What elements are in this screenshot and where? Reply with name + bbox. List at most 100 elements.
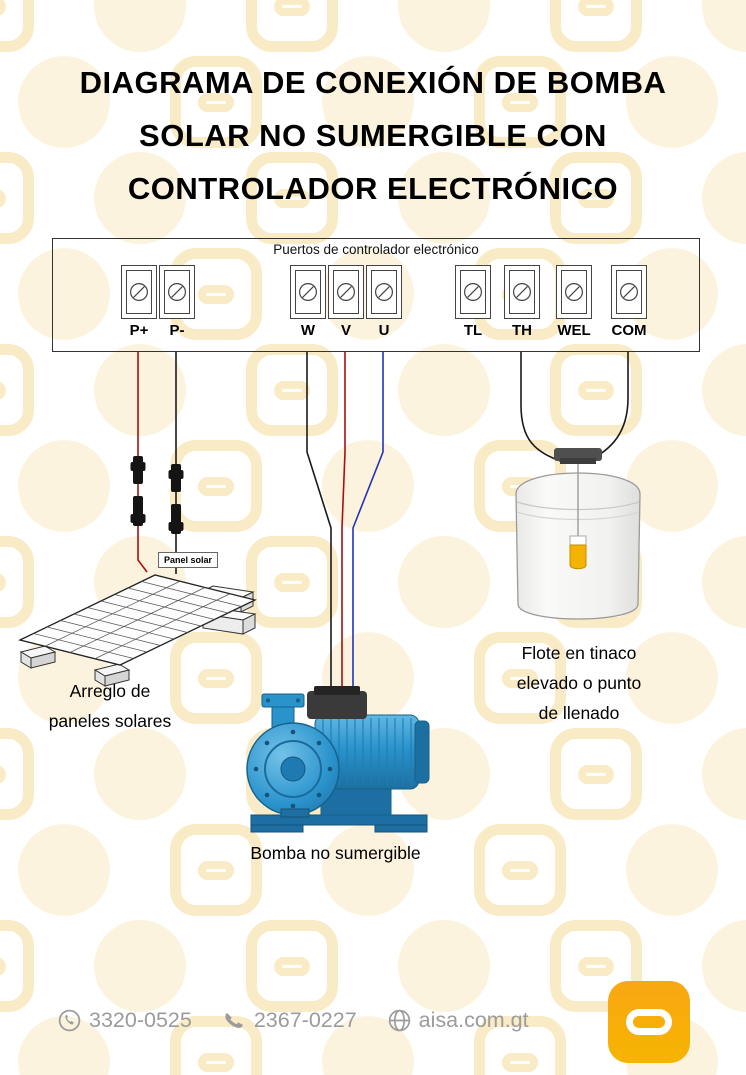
watermark-circle xyxy=(94,728,186,820)
wire-w xyxy=(306,352,332,698)
watermark-circle xyxy=(398,152,490,244)
watermark-circle xyxy=(398,344,490,436)
panel-foot xyxy=(19,645,57,669)
watermark-circle xyxy=(398,536,490,628)
watermark-logo xyxy=(246,0,338,52)
brand-logo-oval xyxy=(626,1009,672,1035)
terminal-label: TH xyxy=(512,322,532,339)
terminal-body xyxy=(159,265,195,319)
terminal-wel: WEL xyxy=(556,265,592,339)
pump-volute xyxy=(246,722,340,816)
tank-caption-line-1: Flote en tinaco xyxy=(521,643,637,663)
panel-foot xyxy=(93,663,131,687)
watermark-logo xyxy=(550,920,642,1012)
terminal-label: WEL xyxy=(557,322,591,339)
terminal-label: COM xyxy=(611,322,647,339)
terminal-th: TH xyxy=(504,265,540,339)
solar-panel-illustration xyxy=(5,540,265,690)
volute-support xyxy=(280,808,310,818)
screw-icon xyxy=(620,283,638,301)
tank-caption: Flote en tinaco elevado o punto de llena… xyxy=(493,638,665,728)
terminal-u: U xyxy=(366,265,402,339)
screw-icon xyxy=(337,283,355,301)
solar-caption-line-1: Arreglo de xyxy=(69,681,151,701)
terminal-body xyxy=(290,265,326,319)
screw-icon xyxy=(464,283,482,301)
phone-number-2: 2367-0227 xyxy=(253,1008,357,1032)
screw-housing xyxy=(616,270,642,314)
pump-terminal-box xyxy=(307,691,367,719)
watermark-circle xyxy=(18,824,110,916)
motor-end-cap xyxy=(414,720,430,784)
screw-housing xyxy=(295,270,321,314)
terminal-body xyxy=(611,265,647,319)
watermark-logo xyxy=(246,536,338,628)
footer-phone-1: 3320-0525 xyxy=(57,1008,192,1033)
tank-lid xyxy=(554,448,602,461)
terminal-body xyxy=(504,265,540,319)
screw-icon xyxy=(168,283,186,301)
watermark-logo xyxy=(474,632,566,724)
footer-phone-2: 2367-0227 xyxy=(222,1008,357,1033)
globe-icon xyxy=(388,1009,410,1032)
watermark-circle xyxy=(18,440,110,532)
terminal-p-plus: P+ xyxy=(121,265,157,339)
wire-v xyxy=(341,352,346,698)
screw-icon xyxy=(513,283,531,301)
terminal-body xyxy=(328,265,364,319)
watermark-logo xyxy=(474,824,566,916)
terminal-body xyxy=(121,265,157,319)
tank-caption-line-2: elevado o punto xyxy=(516,673,642,693)
controller-title: Puertos de controlador electrónico xyxy=(273,242,479,257)
terminal-com: COM xyxy=(611,265,647,339)
footer-website: aisa.com.gt xyxy=(387,1008,529,1033)
watermark-logo xyxy=(170,56,262,148)
watermark-logo xyxy=(246,920,338,1012)
watermark-logo xyxy=(0,152,34,244)
watermark-circle xyxy=(322,824,414,916)
screw-housing xyxy=(371,270,397,314)
watermark-circle xyxy=(94,152,186,244)
screw-icon xyxy=(375,283,393,301)
watermark-circle xyxy=(626,440,718,532)
terminal-p-minus: P- xyxy=(159,265,195,339)
screw-icon xyxy=(565,283,583,301)
brand-logo xyxy=(608,981,690,1063)
panel-tag: Panel solar xyxy=(158,552,219,568)
terminal-label: P- xyxy=(169,322,185,339)
mc4-connector xyxy=(168,464,184,534)
terminal-body xyxy=(556,265,592,319)
page-title: DIAGRAMA DE CONEXIÓN DE BOMBA SOLAR NO S… xyxy=(0,56,746,215)
watermark-circle xyxy=(398,920,490,1012)
phone-icon xyxy=(225,1013,243,1028)
mc4-connector xyxy=(130,456,146,526)
pump-drawing xyxy=(246,686,430,833)
watermark-logo xyxy=(550,0,642,52)
pump-caption: Bomba no sumergible xyxy=(250,843,421,863)
panel-grid xyxy=(33,580,242,660)
pump-foot xyxy=(250,824,304,833)
terminal-w: W xyxy=(290,265,326,339)
watermark-logo xyxy=(246,344,338,436)
screw-icon xyxy=(299,283,317,301)
screw-housing xyxy=(333,270,359,314)
terminal-label: P+ xyxy=(129,322,149,339)
screw-housing xyxy=(561,270,587,314)
title-line-2: SOLAR NO SUMERGIBLE CON xyxy=(139,118,607,153)
terminal-v: V xyxy=(328,265,364,339)
watermark-logo xyxy=(474,56,566,148)
watermark-logo xyxy=(550,728,642,820)
watermark-logo xyxy=(0,728,34,820)
watermark-circle xyxy=(322,56,414,148)
screw-icon xyxy=(130,283,148,301)
watermark-logo xyxy=(170,632,262,724)
tank-lid-rim xyxy=(560,458,596,464)
tank-caption-line-3: de llenado xyxy=(538,703,620,723)
pump-illustration xyxy=(235,685,435,835)
title-line-1: DIAGRAMA DE CONEXIÓN DE BOMBA xyxy=(79,65,667,100)
terminal-body xyxy=(366,265,402,319)
whatsapp-icon xyxy=(58,1009,81,1032)
footer-contact: 3320-0525 2367-0227 aisa.com.gt xyxy=(57,1008,529,1033)
watermark-circle xyxy=(18,56,110,148)
